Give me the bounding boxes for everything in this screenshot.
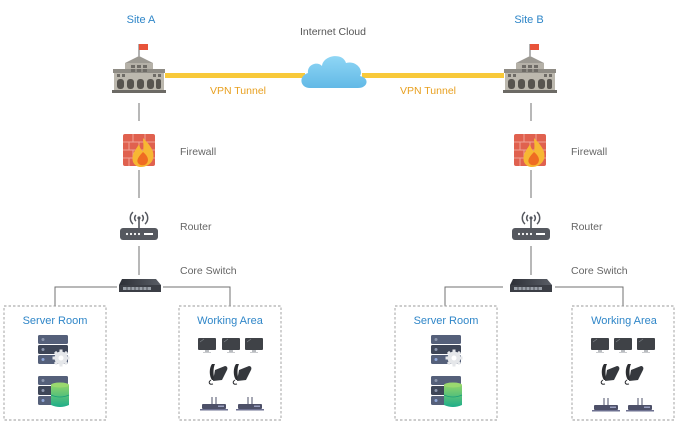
working-area-panel: Working Area: [178, 305, 282, 421]
phone-icon: [600, 363, 620, 385]
building-icon: [502, 43, 558, 94]
server-database-icon: [37, 375, 70, 408]
phone-icon: [232, 363, 252, 385]
working-area-panel: Working Area: [571, 305, 675, 421]
core-switch-label: Core Switch: [180, 265, 237, 277]
site-a: Site A Firewall Router Core Switch Serve…: [3, 14, 282, 421]
monitor-icon: [221, 337, 241, 354]
firewall-icon: [513, 133, 547, 168]
wireless-router-icon: [235, 396, 265, 411]
firewall-label: Firewall: [180, 146, 216, 158]
firewall-icon: [122, 133, 156, 168]
server-database-icon: [430, 375, 463, 408]
router-icon: [511, 211, 551, 241]
router-label: Router: [571, 221, 603, 233]
site-a-title: Site A: [127, 14, 156, 26]
vpn-tunnel-line-left: [165, 73, 305, 78]
site-b-title: Site B: [514, 14, 543, 26]
phone-icon: [208, 363, 228, 385]
wireless-router-icon: [625, 397, 655, 412]
server-room-panel: Server Room: [394, 305, 498, 421]
monitor-icon: [590, 337, 610, 354]
vpn-tunnel-label-left: VPN Tunnel: [210, 85, 266, 97]
server-room-panel: Server Room: [3, 305, 107, 421]
monitor-icon: [636, 337, 656, 354]
server-settings-icon: [431, 335, 463, 367]
internet-cloud-label: Internet Cloud: [300, 26, 366, 38]
phone-icon: [624, 363, 644, 385]
cloud-icon: [301, 56, 367, 88]
vpn-tunnel-line-right: [362, 73, 504, 78]
server-settings-icon: [38, 335, 70, 367]
monitor-icon: [244, 337, 264, 354]
core-switch-label: Core Switch: [571, 265, 628, 277]
site-b: Site B Firewall Router Core Switch Serve…: [394, 14, 675, 421]
wireless-router-icon: [591, 397, 621, 412]
router-icon: [119, 211, 159, 241]
server-room-title: Server Room: [414, 315, 479, 327]
wireless-router-icon: [199, 396, 229, 411]
monitor-icon: [613, 337, 633, 354]
working-area-title: Working Area: [197, 315, 264, 327]
connector-lines: [444, 103, 624, 306]
switch-icon: [118, 278, 162, 293]
working-area-title: Working Area: [591, 315, 658, 327]
monitor-icon: [197, 337, 217, 354]
firewall-label: Firewall: [571, 146, 607, 158]
switch-icon: [509, 278, 553, 293]
vpn-tunnel-label-right: VPN Tunnel: [400, 85, 456, 97]
building-icon: [111, 43, 167, 94]
router-label: Router: [180, 221, 212, 233]
connector-lines: [54, 103, 231, 306]
server-room-title: Server Room: [23, 315, 88, 327]
